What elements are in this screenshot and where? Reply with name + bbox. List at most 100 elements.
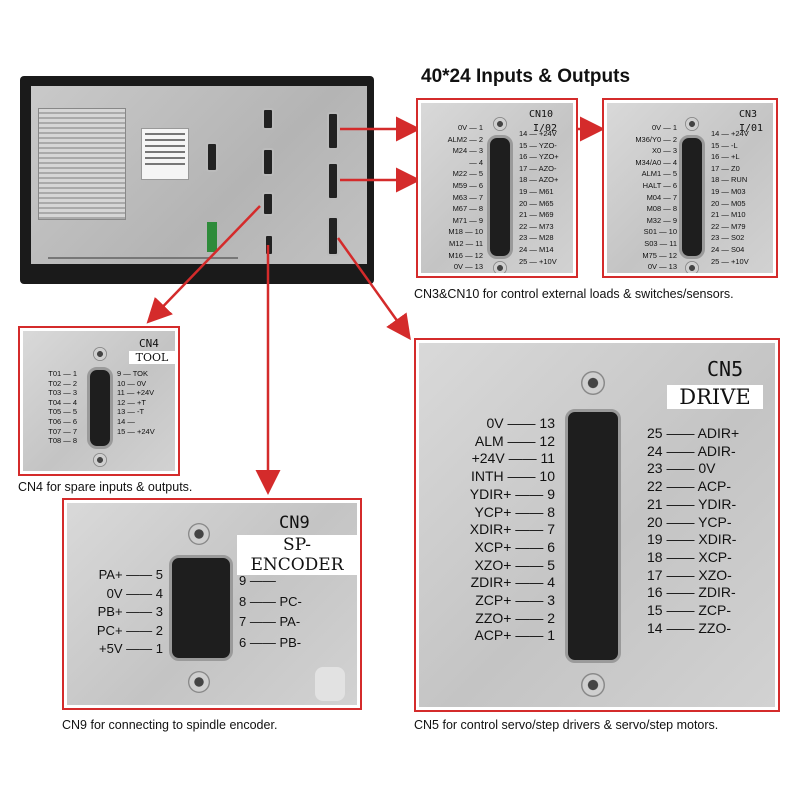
cn10-pin-label: 24 — M14 — [519, 245, 554, 254]
cn10-subtitle: I/02 — [533, 123, 558, 134]
cn5-pin-label: 18 —— XCP- — [647, 548, 732, 565]
board-connector-cn-b — [262, 148, 274, 176]
cn5-pin-label: 17 —— XZO- — [647, 566, 732, 583]
cn3-pin-label: 25 — +10V — [711, 256, 749, 266]
cn10-pin-label: M63 — 7 — [452, 192, 483, 202]
cn5-screw-top — [581, 371, 605, 395]
cn4-subtitle: TOOL — [129, 351, 175, 364]
cn4-title: CN4 — [139, 337, 159, 350]
cn10-pin-label: 20 — M65 — [519, 198, 554, 208]
cn10-pin-label: 22 — M73 — [519, 221, 554, 231]
cn10-pin-label: M18 — 10 — [448, 227, 483, 237]
cn5-pin-label: 21 —— YDIR- — [647, 495, 737, 512]
cn4-pin-label: T04 — 4 — [48, 397, 77, 407]
cn9-hex-nut — [315, 667, 345, 701]
cn3-pin-label: HALT — 6 — [642, 181, 677, 190]
cn10-pin-label: M24 — 3 — [452, 146, 483, 156]
cn9-pin-label: 9 —— — [239, 573, 276, 588]
cn5-pin-label: ZZO+ —— 2 — [475, 609, 555, 626]
cn5-pin-label: 20 —— YCP- — [647, 513, 732, 530]
cn9-screw-top — [188, 523, 210, 545]
cn5-pin-label: XDIR+ —— 7 — [469, 521, 555, 538]
cn10-pin-label: M59 — 6 — [452, 181, 483, 190]
cn9-dsub-connector — [169, 555, 233, 661]
cn9-pin-label: 0V —— 4 — [106, 585, 163, 601]
cn10-pin-label: ALM2 — 2 — [447, 134, 483, 144]
cn5-subtitle: DRIVE — [667, 385, 763, 409]
cn9-pin-label: PC+ —— 2 — [96, 622, 163, 638]
cn3-screw-bottom — [685, 261, 699, 273]
cn3-screw-top — [685, 117, 699, 131]
cn5-pin-label: INTH —— 10 — [470, 468, 555, 485]
controller-spec-label — [141, 128, 189, 180]
cn5-pin-label: XCP+ —— 6 — [474, 538, 555, 555]
cn10-pin-label: — 4 — [469, 157, 483, 167]
cn5-pin-label: ALM —— 12 — [474, 432, 555, 449]
cn10-pin-label: 16 — YZO+ — [519, 152, 559, 162]
board-connector-cn4 — [262, 192, 274, 216]
cn3-pin-label: 22 — M79 — [711, 221, 746, 231]
cn3-pin-label: 18 — RUN — [711, 175, 748, 185]
cn3-pin-label: 20 — M05 — [711, 198, 746, 208]
cn3-pin-label: 15 — -L — [711, 140, 738, 150]
cn3-dsub-connector — [679, 135, 705, 259]
cn5-pin-label: 19 —— XDIR- — [647, 531, 737, 548]
cn9-pin-label: PA+ —— 5 — [98, 567, 163, 582]
caption-cn9: CN9 for connecting to spindle encoder. — [62, 718, 278, 732]
board-connector-cn-a — [262, 108, 274, 130]
cn9-subtitle: SP-ENCODER — [237, 535, 357, 575]
caption-cn5: CN5 for control servo/step drivers & ser… — [414, 718, 719, 732]
cn5-pin-label: 14 —— ZZO- — [647, 619, 732, 636]
cn9-title: CN9 — [279, 513, 310, 533]
cn5-pin-label: YDIR+ —— 9 — [469, 485, 555, 502]
cn4-pin-label: 10 — 0V — [117, 378, 147, 388]
cn10-pin-label: 25 — +10V — [519, 256, 557, 266]
board-connector-cn5 — [327, 216, 339, 256]
cn4-pin-label: 13 — -T — [117, 407, 145, 417]
cn5-pin-label: YCP+ —— 8 — [474, 503, 555, 520]
cn3-title: CN3 — [739, 109, 758, 120]
cn5-pin-label: 23 —— 0V — [647, 460, 716, 477]
cn3-pin-label: S01 — 10 — [643, 227, 677, 237]
cn3-subtitle: I/01 — [739, 123, 764, 134]
cn5-screw-bottom — [581, 673, 605, 697]
board-connector-small-1 — [206, 142, 218, 172]
cn9-screw-bottom — [188, 671, 210, 693]
cn3-pin-label: 21 — M10 — [711, 210, 746, 220]
power-supply-unit — [38, 108, 126, 220]
cn3-pin-label: M34/A0 — 4 — [635, 157, 677, 167]
cn10-pin-label: 18 — AZO+ — [519, 175, 559, 185]
cn10-title: CN10 — [529, 109, 554, 120]
cn3-pin-label: 16 — +L — [711, 152, 740, 162]
cn5-pin-label: 24 —— ADIR- — [647, 442, 736, 459]
cn5-pin-label: 16 —— ZDIR- — [647, 584, 736, 601]
cn3-pin-label: 0V — 13 — [647, 262, 677, 272]
cn3-pin-label: 19 — M03 — [711, 187, 746, 196]
cn5-title: CN5 — [707, 357, 744, 381]
cn5-pin-label: ACP+ —— 1 — [474, 627, 555, 644]
cn4-screw-top — [93, 347, 107, 361]
cn3-pin-label: 14 — +24V — [711, 129, 749, 138]
arrow-to-cn5 — [336, 237, 411, 341]
page-heading: 40*24 Inputs & Outputs — [421, 66, 631, 87]
cn4-pin-label: T03 — 3 — [48, 388, 77, 398]
cn3-pin-label: ALM1 — 5 — [641, 169, 677, 179]
cn5-pin-label: ZDIR+ —— 4 — [470, 574, 555, 591]
cn5-pin-label: +24V —— 11 — [471, 450, 555, 467]
cn9-pin-label: 7 —— PA- — [239, 614, 301, 629]
cn4-pin-label: T07 — 7 — [48, 426, 77, 436]
cn4-pin-label: T08 — 8 — [48, 436, 77, 446]
cn9-pin-label: 6 —— PB- — [239, 634, 302, 650]
cn3-pin-label: S03 — 11 — [644, 239, 677, 248]
cn4-pin-label: T01 — 1 — [48, 369, 77, 378]
cn4-pin-label: 15 — +24V — [117, 426, 155, 436]
cn3-pin-label: M04 — 7 — [646, 192, 677, 202]
cn4-pin-label: T05 — 5 — [48, 407, 77, 417]
cn10-pin-label: 14 — +24V — [519, 129, 557, 138]
cn3-pin-label: 23 — S02 — [711, 233, 745, 243]
cn10-pin-label: 21 — M69 — [519, 210, 554, 220]
cn10-pin-label: 0V — 1 — [457, 123, 483, 132]
cn10-pin-label: M67 — 8 — [452, 204, 483, 214]
cn4-pin-label: 12 — +T — [117, 397, 146, 407]
